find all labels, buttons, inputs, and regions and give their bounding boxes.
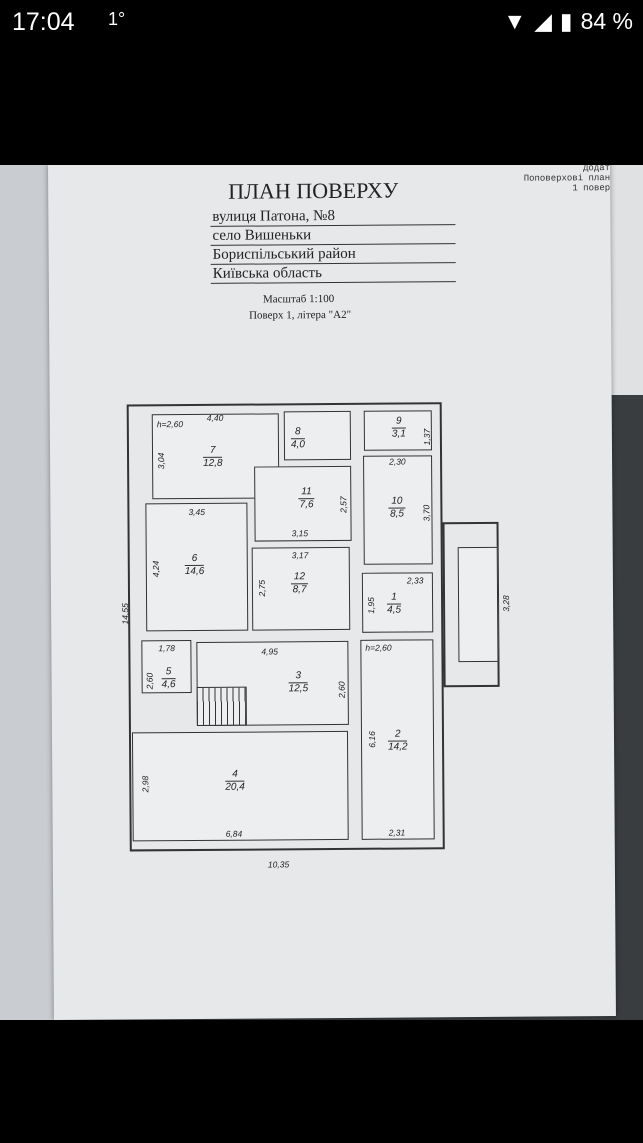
address-street: вулиця Патона, №8 bbox=[210, 207, 456, 227]
dim: 6,16 bbox=[366, 731, 378, 748]
dim: 6,84 bbox=[225, 828, 243, 839]
photo-viewer[interactable]: ПЛАН ПОВЕРХУ вулиця Патона, №8 село Више… bbox=[0, 165, 643, 1020]
dim: 3,17 bbox=[291, 550, 309, 561]
battery-icon: ▮ bbox=[559, 8, 573, 34]
dim: 14,55 bbox=[120, 603, 131, 625]
dim: 1,37 bbox=[421, 428, 432, 446]
dim: 4,95 bbox=[261, 646, 278, 657]
dim: 2,98 bbox=[140, 775, 151, 793]
dim: 2,60 bbox=[144, 672, 155, 690]
dim: h=2,60 bbox=[156, 419, 184, 430]
staircase bbox=[196, 686, 247, 726]
dim: 1,78 bbox=[158, 643, 175, 654]
dim: 2,30 bbox=[389, 456, 406, 467]
dim: 3,45 bbox=[188, 506, 206, 518]
dim: 2,31 bbox=[388, 827, 406, 838]
dim: 2,75 bbox=[256, 579, 268, 597]
scale-label: Масштаб 1:100 bbox=[262, 293, 335, 306]
battery-level: 84 % bbox=[580, 8, 633, 34]
clock: 17:04 bbox=[12, 8, 75, 36]
dim: 2,33 bbox=[406, 575, 424, 586]
dim: 4,24 bbox=[150, 560, 161, 578]
dim: 3,28 bbox=[501, 595, 512, 612]
floor-label: Поверх 1, літера "А2" bbox=[249, 308, 352, 322]
dim: h=2,60 bbox=[365, 642, 392, 653]
document-sheet: ПЛАН ПОВЕРХУ вулиця Патона, №8 село Више… bbox=[48, 165, 616, 1020]
notification-indicator: 1° bbox=[108, 9, 126, 29]
address-region: Київська область bbox=[210, 264, 456, 284]
dim: 1,95 bbox=[366, 597, 377, 614]
address-village: село Вишеньки bbox=[210, 226, 456, 246]
wifi-icon: ▼ bbox=[503, 8, 527, 34]
dim: 10,35 bbox=[267, 859, 290, 870]
status-bar: 17:04 1° ▼ ◢ ▮ 84 % bbox=[0, 0, 643, 45]
dim: 2,60 bbox=[336, 681, 347, 698]
dim: 2,57 bbox=[338, 496, 349, 513]
dim: 3,70 bbox=[421, 504, 432, 522]
dim: 3,15 bbox=[291, 528, 309, 539]
document-title: ПЛАН ПОВЕРХУ bbox=[228, 177, 399, 204]
dim: 4,40 bbox=[206, 412, 224, 423]
address-district: Бориспільський район bbox=[210, 245, 456, 265]
dim: 3,04 bbox=[156, 452, 167, 470]
signal-icon: ◢ bbox=[534, 8, 552, 34]
